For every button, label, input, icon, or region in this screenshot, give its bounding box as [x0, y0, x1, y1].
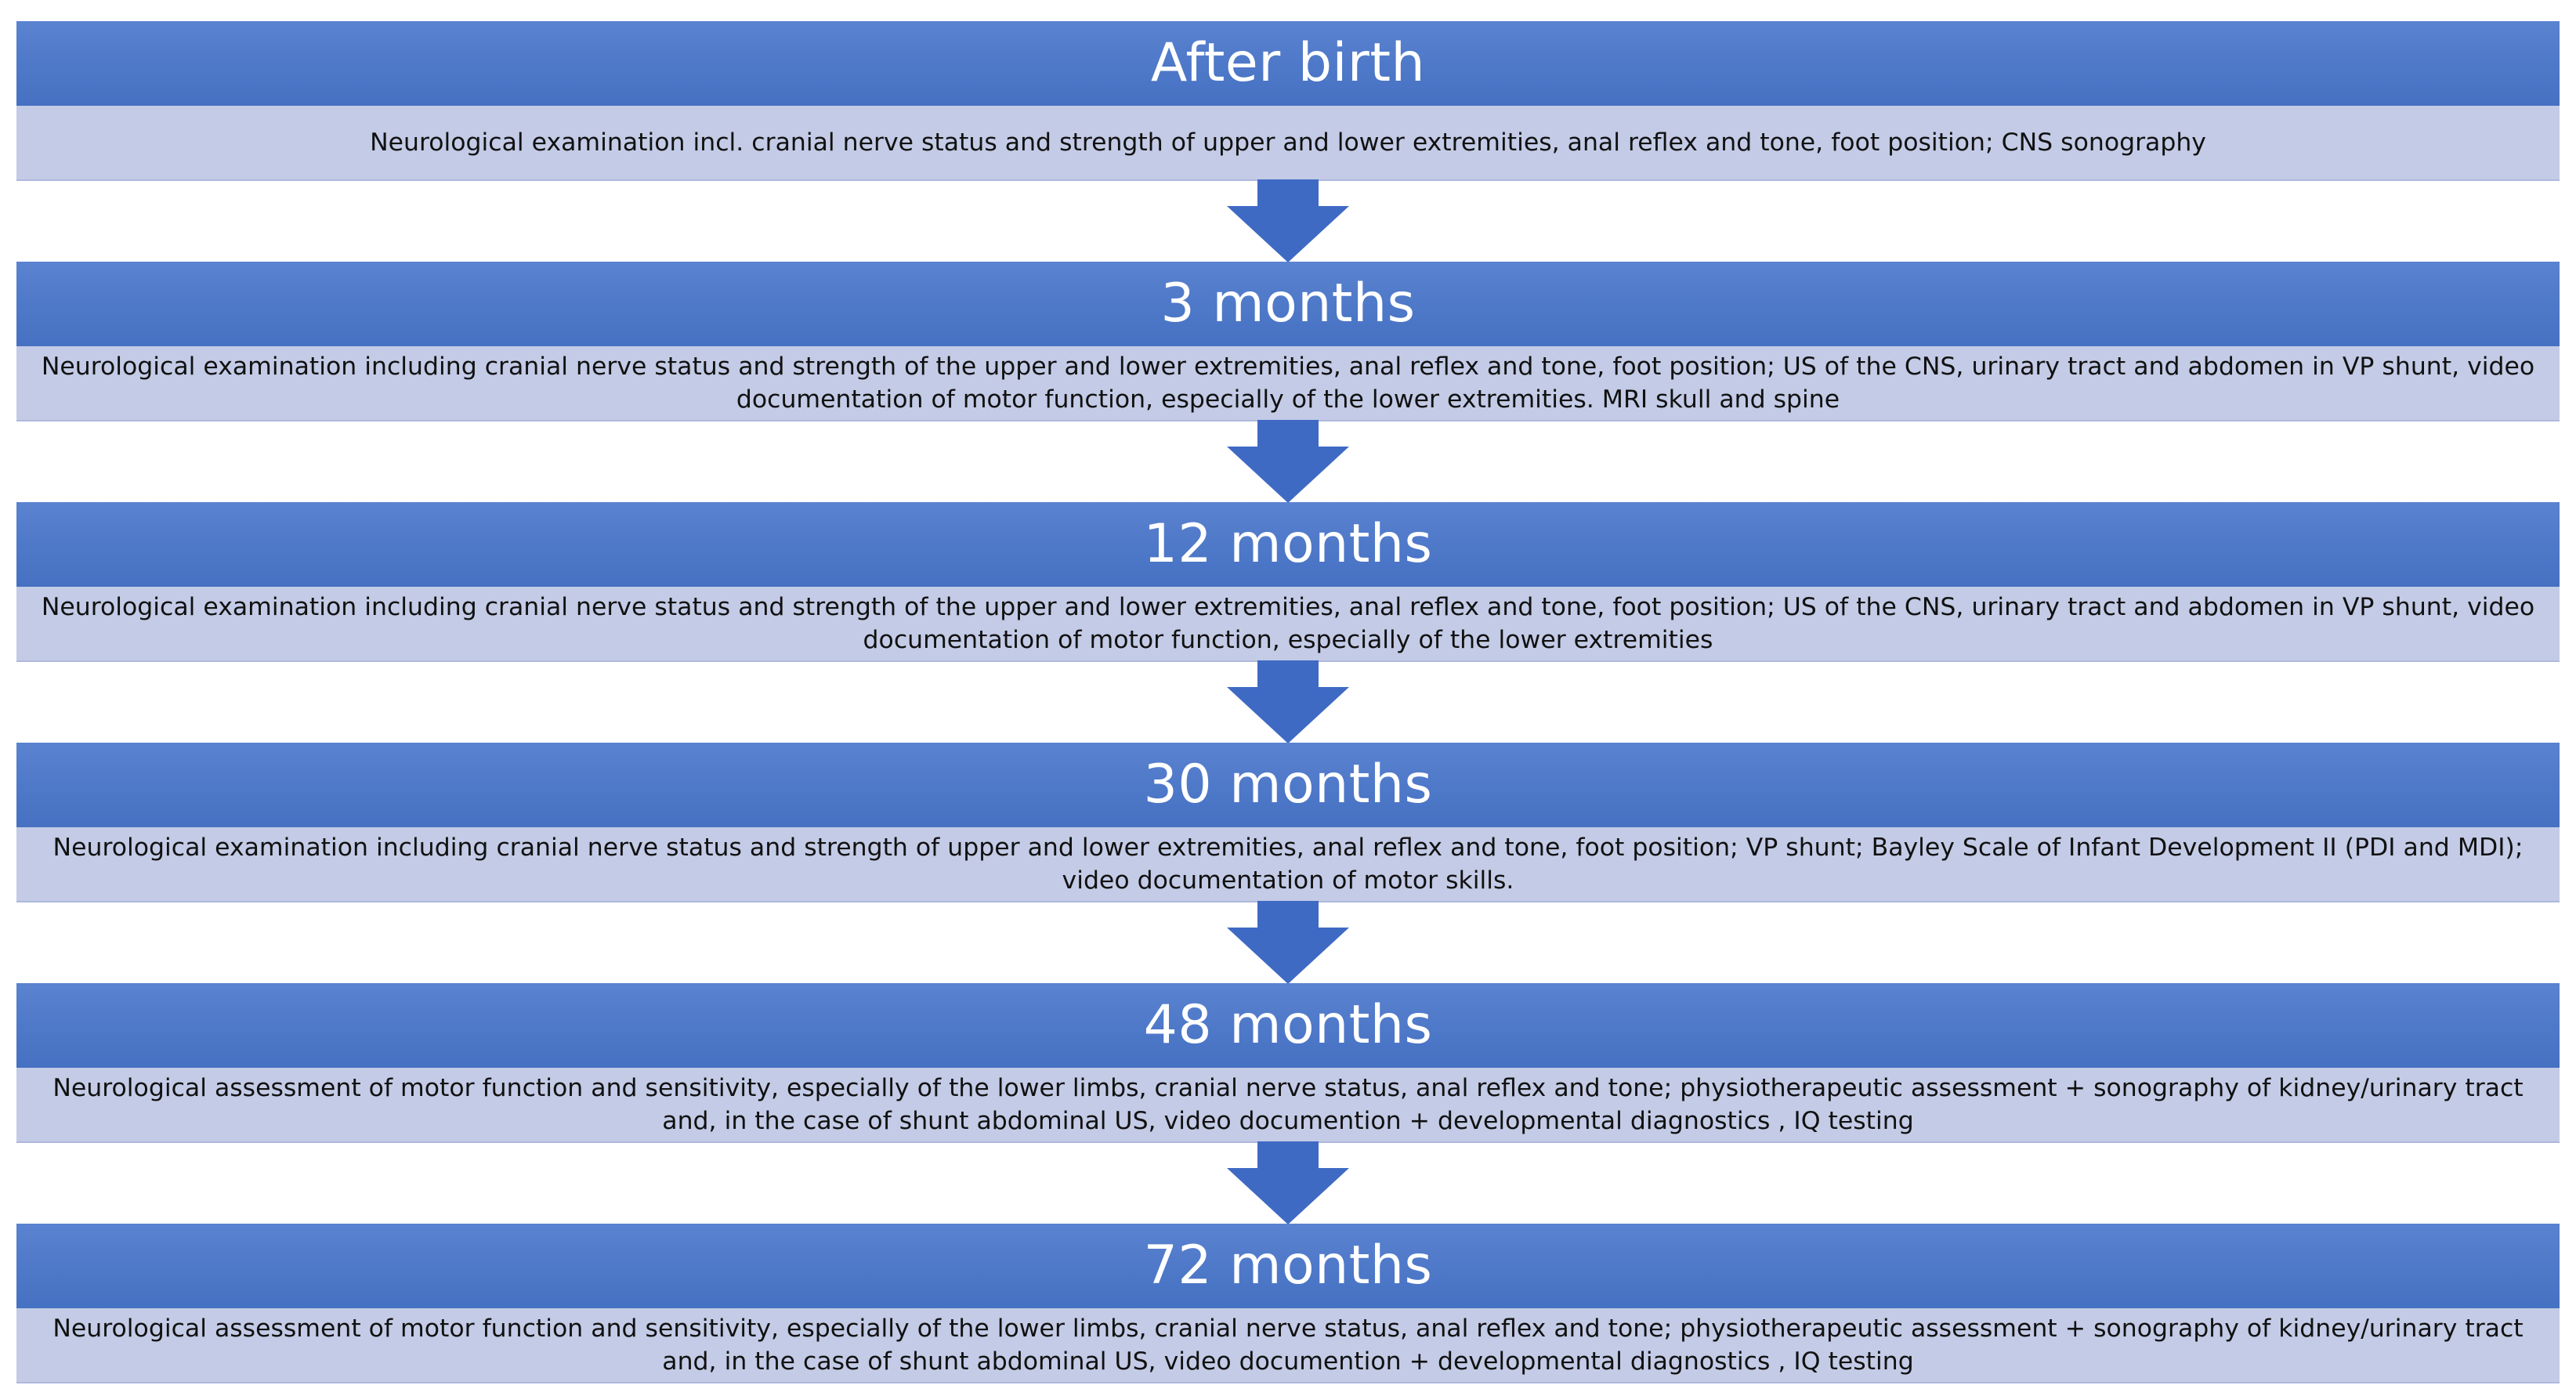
stage-description: Neurological examination including crani… [16, 587, 2560, 662]
down-arrow-icon [1227, 901, 1349, 984]
stage-description: Neurological examination including crani… [16, 827, 2560, 902]
down-arrow-icon [1227, 420, 1349, 503]
stage-description: Neurological assessment of motor functio… [16, 1068, 2560, 1143]
stage-description: Neurological examination including crani… [16, 346, 2560, 421]
down-arrow-icon [1227, 660, 1349, 743]
down-arrow-icon [1227, 1141, 1349, 1224]
stage-title: 12 months [16, 502, 2560, 587]
stage-title: 72 months [16, 1224, 2560, 1308]
stage-description: Neurological examination incl. cranial n… [16, 106, 2560, 181]
stage-12-months: 12 months Neurological examination inclu… [16, 502, 2560, 662]
stage-30-months: 30 months Neurological examination inclu… [16, 743, 2560, 902]
stage-after-birth: After birth Neurological examination inc… [16, 21, 2560, 181]
stage-description: Neurological assessment of motor functio… [16, 1308, 2560, 1383]
stage-title: 3 months [16, 262, 2560, 346]
stage-title: 48 months [16, 983, 2560, 1068]
stage-72-months: 72 months Neurological assessment of mot… [16, 1224, 2560, 1383]
down-arrow-icon [1227, 179, 1349, 262]
stage-48-months: 48 months Neurological assessment of mot… [16, 983, 2560, 1143]
stage-title: 30 months [16, 743, 2560, 827]
stage-title: After birth [16, 21, 2560, 106]
stage-3-months: 3 months Neurological examination includ… [16, 262, 2560, 421]
